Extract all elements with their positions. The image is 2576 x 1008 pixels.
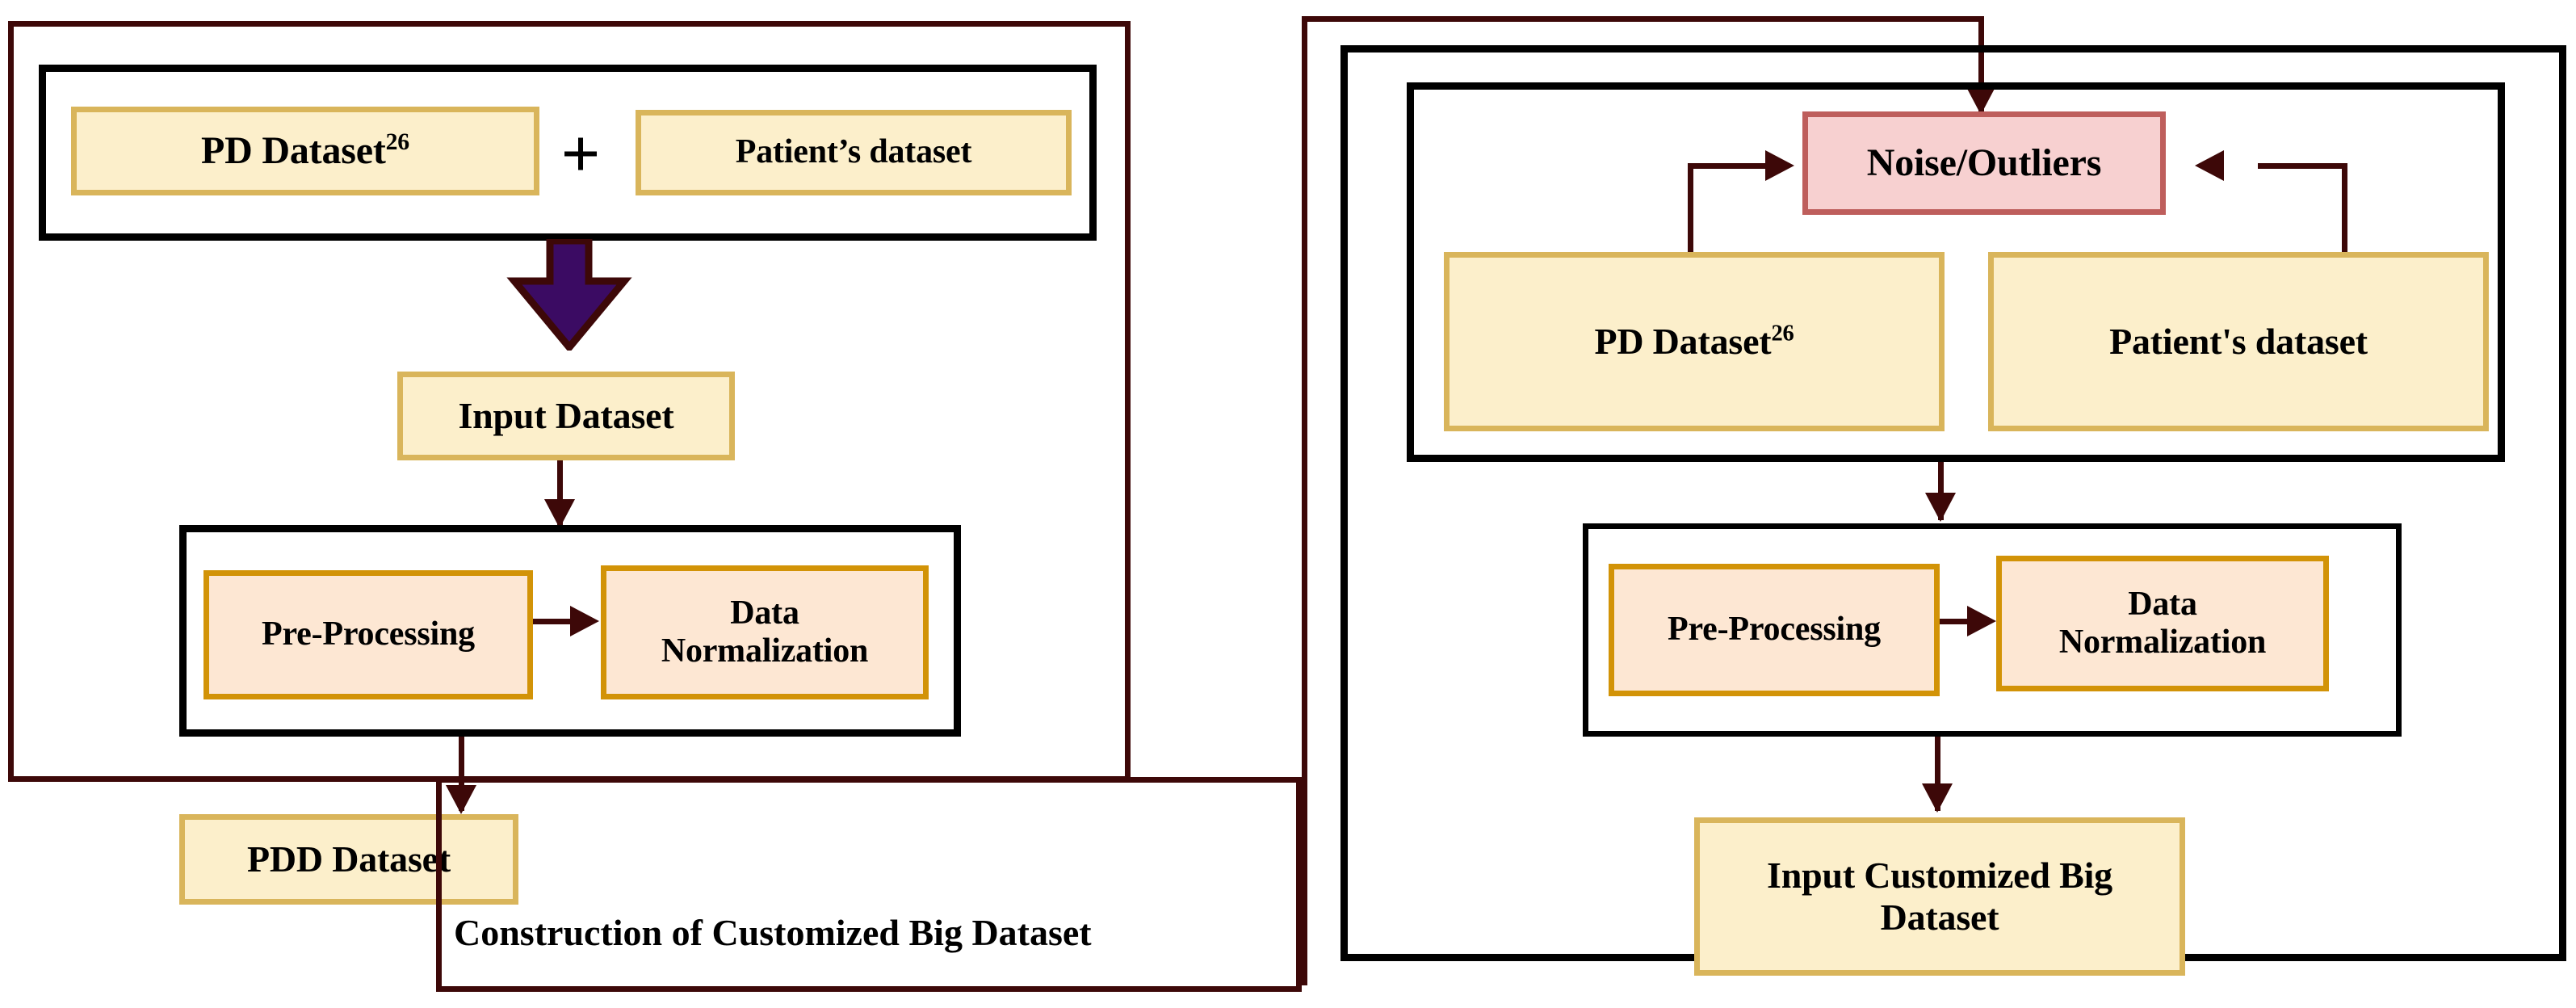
pre-processing-left-label: Pre-Processing [262, 615, 475, 653]
right-preprocessing-group-frame [1583, 523, 2402, 737]
connector-right-datasets-to-preprocessing-arrowhead [1925, 493, 1956, 522]
connector-preprocessing-to-input-customized [1935, 737, 1940, 811]
pd-dataset-left-box[interactable]: PD Dataset26 [71, 107, 539, 195]
input-customized-big-dataset-box[interactable]: Input Customized Big Dataset [1694, 817, 2185, 976]
feed-to-noise-arrowhead [1966, 86, 1996, 115]
connector-pd-right-to-noise-vertical [1688, 163, 1693, 284]
pd-dataset-right-box[interactable]: PD Dataset26 [1444, 252, 1945, 431]
right-datasets-group-frame [1407, 82, 2505, 462]
pre-processing-right-label: Pre-Processing [1668, 611, 1881, 649]
right-panel-feed-line-down-to-noise [1978, 16, 1984, 111]
patients-dataset-right-box[interactable]: Patient's dataset [1988, 252, 2489, 431]
connector-input-to-preprocessing-arrowhead [544, 499, 575, 528]
left-preprocessing-group-frame [179, 525, 961, 737]
pd-dataset-left-label: PD Dataset26 [201, 128, 410, 173]
noise-outliers-label: Noise/Outliers [1866, 141, 2102, 185]
connector-preprocessing-to-pdd [459, 737, 464, 811]
connector-preprocessing-to-normalization-right-arrowhead [1967, 606, 1996, 636]
connector-pd-right-to-noise-arrowhead [1765, 150, 1794, 181]
input-dataset-label: Input Dataset [458, 395, 674, 437]
pd-dataset-right-label: PD Dataset26 [1594, 321, 1794, 363]
pd-dataset-left-superscript: 26 [385, 128, 410, 156]
left-panel-caption-frame [436, 777, 1302, 992]
data-normalization-left-box[interactable]: Data Normalization [601, 565, 929, 699]
pre-processing-right-box[interactable]: Pre-Processing [1609, 564, 1940, 696]
noise-outliers-box[interactable]: Noise/Outliers [1802, 111, 2166, 215]
left-datasets-group-frame [39, 65, 1097, 241]
input-dataset-box[interactable]: Input Dataset [397, 372, 735, 460]
data-normalization-left-label: Data Normalization [661, 594, 869, 670]
right-panel-feed-line-left-vertical [1302, 16, 1307, 985]
patients-dataset-left-box[interactable]: Patient’s dataset [636, 110, 1072, 195]
connector-input-to-preprocessing [557, 460, 563, 525]
right-panel-feed-line-horizontal [1302, 16, 1984, 22]
connector-preprocessing-to-normalization-left-arrowhead [570, 606, 599, 636]
connector-right-datasets-to-preprocessing [1938, 462, 1944, 520]
connector-preprocessing-to-input-customized-arrowhead [1922, 783, 1953, 813]
pdd-dataset-box[interactable]: PDD Dataset [179, 814, 518, 905]
connector-preprocessing-to-pdd-arrowhead [446, 785, 476, 814]
pdd-dataset-label: PDD Dataset [246, 838, 451, 880]
connector-pd-right-to-noise-horizontal [1688, 163, 1772, 169]
input-customized-big-dataset-label: Input Customized Big Dataset [1767, 855, 2112, 938]
connector-patients-right-to-noise-vertical [2342, 163, 2347, 284]
merge-block-arrow-icon [505, 237, 634, 354]
patients-dataset-left-label: Patient’s dataset [735, 133, 972, 171]
plus-operator-icon: + [560, 115, 601, 192]
data-normalization-right-label: Data Normalization [2058, 585, 2267, 661]
pre-processing-left-box[interactable]: Pre-Processing [203, 570, 533, 699]
patients-dataset-right-label: Patient's dataset [2109, 321, 2368, 363]
connector-preprocessing-to-normalization-left [533, 619, 580, 624]
pd-dataset-right-superscript: 26 [1771, 321, 1794, 346]
left-panel-caption: Construction of Customized Big Dataset [454, 912, 1092, 953]
connector-preprocessing-to-normalization-right [1940, 619, 1977, 624]
connector-patients-right-to-noise-horizontal [2258, 163, 2347, 169]
data-normalization-right-box[interactable]: Data Normalization [1996, 556, 2329, 691]
connector-patients-right-to-noise-arrowhead [2195, 150, 2224, 181]
